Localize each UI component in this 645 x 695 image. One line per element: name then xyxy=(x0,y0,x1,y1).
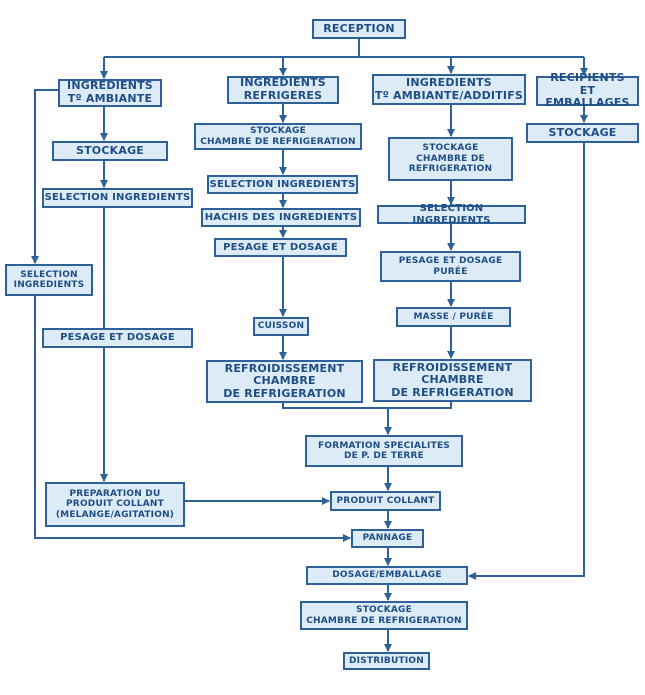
arrow-to-pannage xyxy=(34,296,351,542)
node-dosage-emballage: DOSAGE/EMBALLAGE xyxy=(306,566,468,585)
node-refroidissement-b: REFROIDISSEMENT CHAMBRE DE REFRIGERATION xyxy=(206,360,363,403)
node-pesage-c: PESAGE ET DOSAGE PURÉE xyxy=(380,251,521,282)
node-distribution: DISTRIBUTION xyxy=(343,652,430,670)
node-recipients-emballages: RECIPIENTS ET EMBALLAGES xyxy=(536,71,639,109)
node-cuisson: CUISSON xyxy=(253,317,309,336)
node-ingredients-ambiante: INGREDIENTS Tº AMBIANTE xyxy=(58,79,162,107)
node-hachis: HACHIS DES INGREDIENTS xyxy=(201,208,361,227)
node-produit-collant: PRODUIT COLLANT xyxy=(330,491,441,511)
node-pesage-b: PESAGE ET DOSAGE xyxy=(214,238,347,257)
node-refroidissement-c: REFROIDISSEMENT CHAMBRE DE REFRIGERATION xyxy=(373,359,532,402)
node-pesage-a: PESAGE ET DOSAGE xyxy=(42,328,193,348)
node-ingredients-additifs: INGREDIENTS Tº AMBIANTE/ADDITIFS xyxy=(372,74,526,105)
node-ingredients-refrigeres: INGREDIENTS REFRIGERES xyxy=(227,76,339,104)
node-stockage-c: STOCKAGE CHAMBRE DE REFRIGERATION xyxy=(388,137,513,181)
node-stockage-d: STOCKAGE xyxy=(526,123,639,143)
node-selection-b: SELECTION INGREDIENTS xyxy=(207,175,358,194)
node-stockage-b: STOCKAGE CHAMBRE DE REFRIGERATION xyxy=(194,123,362,150)
node-preparation: PREPARATION DU PRODUIT COLLANT (MELANGE/… xyxy=(45,482,185,527)
arrow-to-dosage-emballage xyxy=(468,143,585,580)
node-pannage: PANNAGE xyxy=(351,529,424,548)
node-selection-a: SELECTION INGREDIENTS xyxy=(42,188,193,208)
node-masse-puree: MASSE / PURÉE xyxy=(396,307,511,327)
node-reception: RECEPTION xyxy=(312,19,406,39)
node-selection-c: SELECTION INGREDIENTS xyxy=(377,203,526,226)
node-formation-specialites: FORMATION SPECIALITES DE P. DE TERRE xyxy=(305,435,463,467)
node-stockage-a: STOCKAGE xyxy=(52,141,168,161)
connector-refroid-merge xyxy=(282,402,452,409)
node-stockage-final: STOCKAGE CHAMBRE DE REFRIGERATION xyxy=(300,601,468,630)
arrow-to-selection-left xyxy=(31,89,58,264)
node-selection-left: SELECTION INGREDIENTS xyxy=(5,264,93,296)
